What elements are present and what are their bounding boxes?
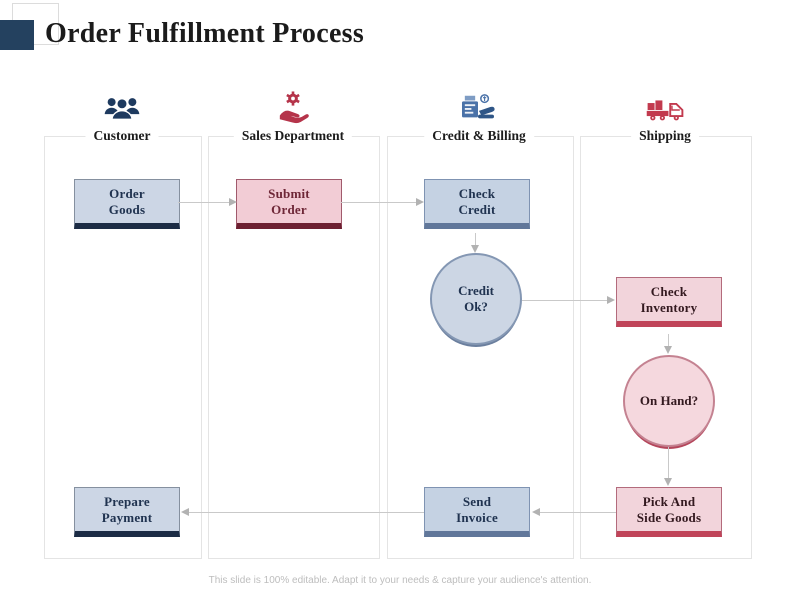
arrow-on-hand-to-pick-side-goods <box>668 447 669 478</box>
decor-navy-square <box>0 20 34 50</box>
node-send-invoice-line1: Send <box>462 493 492 509</box>
customers-group-icon <box>100 86 144 124</box>
arrowhead-right-icon <box>416 198 424 206</box>
node-check-inventory-line1: Check <box>650 283 688 299</box>
arrowhead-right-icon <box>229 198 237 206</box>
lane-label-customer: Customer <box>85 128 159 144</box>
node-prepare-payment: Prepare Payment <box>74 487 180 537</box>
arrowhead-left-icon <box>181 508 189 516</box>
node-on-hand-decision: On Hand? <box>623 355 715 447</box>
arrowhead-down-icon <box>664 346 672 354</box>
arrow-submit-order-to-check-credit <box>341 202 416 203</box>
hand-gear-icon <box>271 86 315 124</box>
node-check-credit-line1: Check <box>458 185 496 201</box>
node-prepare-payment-line1: Prepare <box>104 493 150 509</box>
page-title: Order Fulfillment Process <box>45 18 365 49</box>
node-submit-order-line2: Order <box>271 201 307 217</box>
billing-machine-icon <box>456 86 500 124</box>
node-submit-order: Submit Order <box>236 179 342 229</box>
arrow-order-goods-to-submit-order <box>178 202 229 203</box>
arrowhead-down-icon <box>664 478 672 486</box>
node-credit-ok-line1: Credit <box>458 283 494 298</box>
lane-label-credit-billing: Credit & Billing <box>424 128 534 144</box>
delivery-truck-icon <box>643 86 687 124</box>
node-send-invoice: Send Invoice <box>424 487 530 537</box>
node-order-goods-line2: Goods <box>108 201 146 217</box>
arrow-check-inventory-to-on-hand <box>668 334 669 346</box>
node-check-inventory-line2: Inventory <box>640 299 698 315</box>
arrowhead-left-icon <box>532 508 540 516</box>
node-credit-ok-decision: Credit Ok? <box>430 253 522 345</box>
node-prepare-payment-line2: Payment <box>101 509 153 525</box>
arrow-pick-side-goods-to-send-invoice <box>540 512 616 513</box>
node-check-credit: Check Credit <box>424 179 530 229</box>
node-check-credit-line2: Credit <box>458 201 496 217</box>
node-pick-and-side-goods: Pick And Side Goods <box>616 487 722 537</box>
node-order-goods-line1: Order <box>109 185 145 201</box>
node-on-hand-line1: On Hand? <box>639 393 699 408</box>
arrow-check-credit-to-credit-ok <box>475 233 476 245</box>
footer-note: This slide is 100% editable. Adapt it to… <box>208 575 592 586</box>
node-credit-ok-line2: Ok? <box>464 299 488 314</box>
node-send-invoice-line2: Invoice <box>456 509 498 525</box>
node-submit-order-line1: Submit <box>268 185 310 201</box>
node-pick-side-goods-line1: Pick And <box>642 493 696 509</box>
node-check-inventory: Check Inventory <box>616 277 722 327</box>
arrow-send-invoice-to-prepare-payment <box>189 512 424 513</box>
lane-label-sales-department: Sales Department <box>233 128 353 144</box>
arrowhead-right-icon <box>607 296 615 304</box>
arrow-credit-ok-to-check-inventory <box>522 300 607 301</box>
arrowhead-down-icon <box>471 245 479 253</box>
node-order-goods: Order Goods <box>74 179 180 229</box>
node-pick-side-goods-line2: Side Goods <box>636 509 702 525</box>
lane-label-shipping: Shipping <box>631 128 699 144</box>
